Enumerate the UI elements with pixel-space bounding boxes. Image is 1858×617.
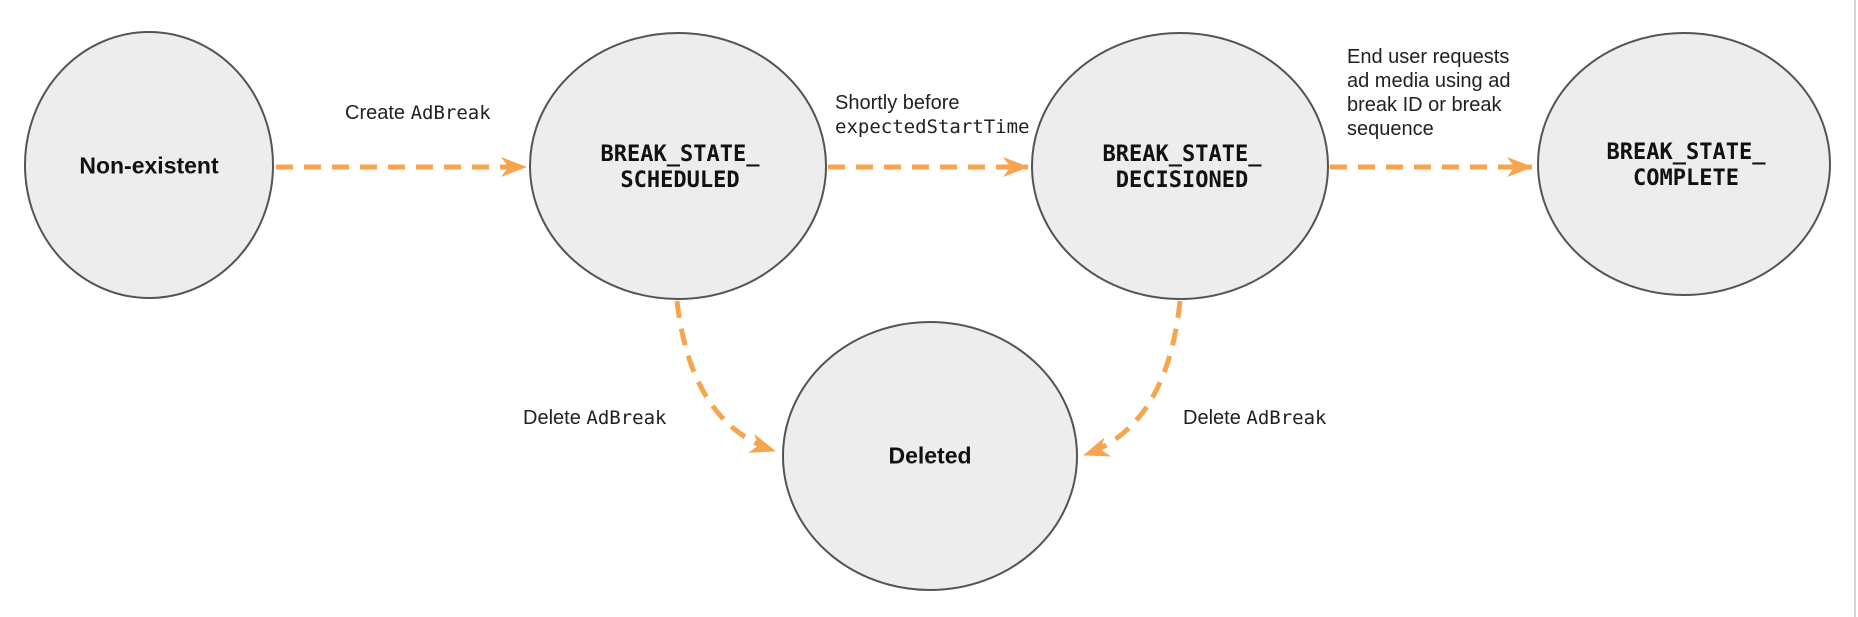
transition-label-delete-adbreak-left: Delete AdBreak: [523, 406, 666, 430]
transition-label-text: sequence: [1347, 118, 1434, 140]
transition-label-text: break ID or break: [1347, 94, 1502, 116]
transition-label-text: Delete: [1183, 407, 1247, 429]
transition-label-text: Create: [345, 102, 411, 124]
state-label-line: SCHEDULED: [620, 168, 740, 193]
state-label-line: BREAK_STATE_: [600, 142, 760, 167]
transition-label-text: End user requests: [1347, 46, 1510, 68]
transition-arrow-delete-adbreak-left: [674, 300, 776, 454]
state-label-break-state-decisioned: BREAK_STATE_DECISIONED: [1103, 142, 1262, 194]
state-node-deleted: [782, 321, 1078, 591]
transition-label-code: AdBreak: [1246, 407, 1327, 429]
state-node-non-existent: [24, 31, 274, 299]
state-label-line: DECISIONED: [1115, 168, 1249, 193]
state-label-line: BREAK_STATE_: [1606, 140, 1766, 165]
state-node-break-state-decisioned: [1031, 32, 1329, 300]
state-label-non-existent: Non-existent: [79, 152, 219, 179]
state-label-break-state-scheduled: BREAK_STATE_SCHEDULED: [601, 142, 760, 194]
transition-label-create-adbreak: Create AdBreak: [345, 101, 491, 125]
page-right-border: [1854, 0, 1856, 617]
state-label-deleted: Deleted: [888, 442, 972, 469]
state-node-break-state-complete: [1537, 32, 1831, 296]
transition-label-text: Shortly before: [835, 92, 960, 114]
transition-label-code: expectedStartTime: [835, 116, 1030, 138]
transition-label-text: ad media using ad: [1347, 70, 1511, 92]
state-label-line: BREAK_STATE_: [1102, 142, 1262, 167]
transition-label-text: Delete: [523, 407, 587, 429]
transition-label-code: AdBreak: [410, 102, 491, 124]
transition-label-code: AdBreak: [586, 407, 667, 429]
transition-label-delete-adbreak-right: Delete AdBreak: [1183, 406, 1326, 430]
state-node-break-state-scheduled: [529, 32, 827, 300]
state-label-break-state-complete: BREAK_STATE_COMPLETE: [1607, 140, 1766, 192]
transition-arrow-delete-adbreak-right: [1083, 300, 1183, 458]
state-label-line: COMPLETE: [1633, 166, 1739, 191]
